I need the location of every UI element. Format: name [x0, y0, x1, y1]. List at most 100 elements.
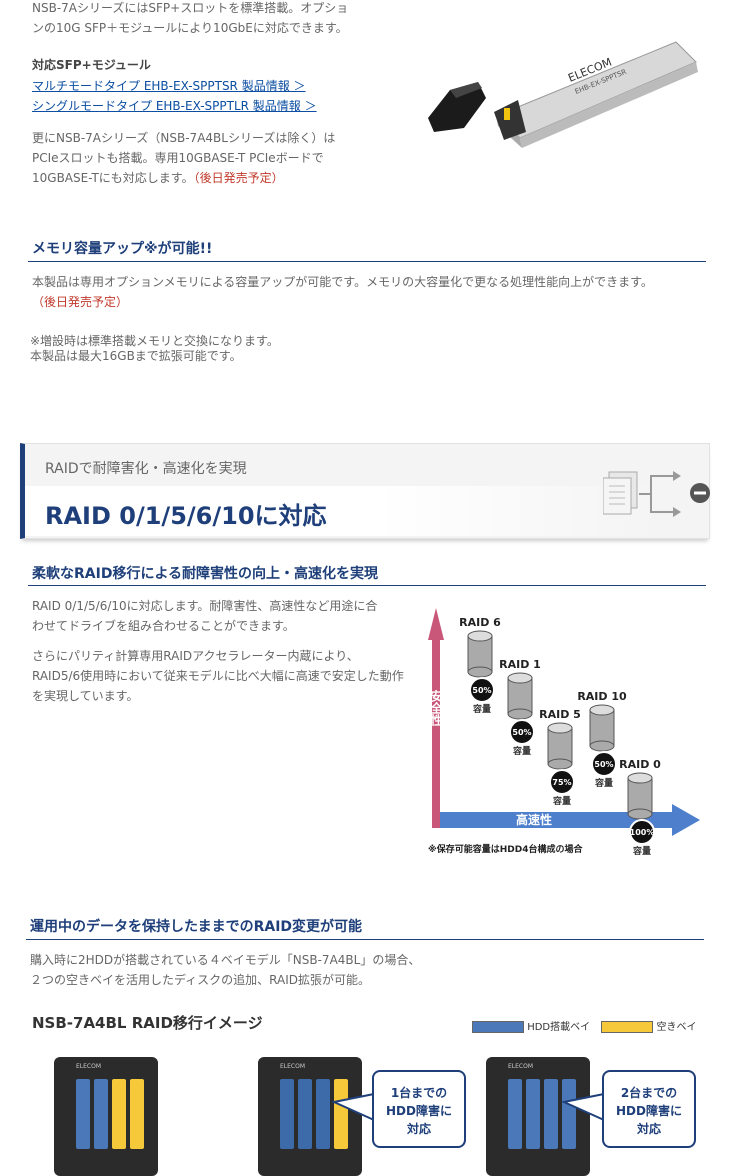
link-multimode-module[interactable]: マルチモードタイプ EHB-EX-SPPTSR 製品情報 ＞: [32, 79, 306, 93]
bay-3-hdd: [544, 1079, 558, 1149]
legend-empty-label: 空きベイ: [656, 1022, 697, 1033]
disk-stack-bottom: [589, 740, 615, 752]
raid-level-label: RAID 1: [499, 658, 541, 671]
bubble-pointer-2: [560, 1092, 605, 1122]
disk-stack-bottom: [547, 758, 573, 770]
disk-stack-bottom: [627, 808, 653, 820]
bubble2-line1: 2台までの: [620, 1086, 678, 1100]
dust-cap-icon: [428, 82, 486, 132]
sfp-pcie-line1: 更にNSB-7Aシリーズ（NSB-7A4BLシリーズは除く）は: [32, 131, 336, 145]
raid-flex-heading-rule: [28, 585, 706, 586]
sfp-pcie-line3: 10GBASE-Tにも対応します。: [32, 171, 194, 185]
sfp-modules-heading: 対応SFP+モジュール: [32, 58, 151, 72]
bubble2-line3: 対応: [636, 1122, 661, 1136]
migration-body-line2: ２つの空きベイを活用したディスクの追加、RAID拡張が可能。: [30, 973, 371, 987]
disk-stack-top: [547, 722, 573, 734]
collapse-icon[interactable]: [689, 482, 711, 504]
raid-level-label: RAID 6: [459, 616, 501, 629]
raid-level-label: RAID 5: [539, 708, 581, 721]
capacity-badge: [629, 819, 655, 845]
device-brand: ELECOM: [280, 1063, 306, 1070]
memory-footnotes: ※増設時は標準搭載メモリと交換になります。 本製品は最大16GBまで拡張可能です…: [30, 334, 279, 364]
sfp-intro: NSB-7AシリーズにはSFP+スロットを標準搭載。オプショ ンの10G SFP…: [32, 0, 382, 38]
raid-level-label: RAID 10: [577, 690, 627, 703]
capacity-badge: [549, 769, 575, 795]
capacity-label: 容量: [552, 795, 571, 807]
bubble-one-failure: 1台までの HDD障害に 対応: [372, 1070, 466, 1148]
raid-flex-p1-line1: RAID 0/1/5/6/10に対応します。耐障害性、高速性など用途に合: [32, 599, 378, 613]
raid-banner-subtitle: RAIDで耐障害化・高速化を実現: [45, 461, 247, 477]
bay-4-empty: [334, 1079, 348, 1149]
raid-flex-p2-line2: RAID5/6使用時において従来モデルに比べ大幅に高速で安定した動作: [32, 669, 404, 683]
device-brand: ELECOM: [76, 1063, 102, 1070]
raid-level-label: RAID 0: [619, 758, 661, 771]
bay-1-hdd: [280, 1079, 294, 1149]
bay-2-hdd: [94, 1079, 108, 1149]
raid-flex-heading: 柔軟なRAID移行による耐障害性の向上・高速化を実現: [32, 566, 379, 582]
nas-device-step2: ELECOM: [258, 1057, 362, 1176]
memory-body-text: 本製品は専用オプションメモリによる容量アップが可能です。メモリの大容量化で更なる…: [32, 275, 653, 289]
raid-flex-p2: さらにパリティ計算専用RAIDアクセラレーター内蔵により、 RAID5/6使用時…: [32, 646, 412, 706]
migration-legend: HDD搭載ベイ 空きベイ: [472, 1018, 696, 1033]
sfp-intro-line1: NSB-7AシリーズにはSFP+スロットを標準搭載。オプショ: [32, 1, 349, 15]
capacity-value: 75%: [552, 778, 571, 787]
bubble-pointer-1: [330, 1092, 375, 1122]
migration-image-title: NSB-7A4BL RAID移行イメージ: [32, 1014, 263, 1032]
document-flow-icon: [603, 471, 681, 517]
legend-hdd-label: HDD搭載ベイ: [527, 1022, 591, 1033]
capacity-badge: [469, 677, 495, 703]
memory-footnote2: 本製品は最大16GBまで拡張可能です。: [30, 349, 242, 363]
sfp-pcie-text: 更にNSB-7Aシリーズ（NSB-7A4BLシリーズは除く）は PCIeスロット…: [32, 128, 372, 188]
capacity-label: 容量: [472, 703, 491, 715]
sfp-pcie-line2: PCIeスロットも搭載。専用10GBASE-T PCIeボードで: [32, 151, 324, 165]
migration-heading-rule: [26, 939, 704, 940]
nas-device-step3: ELECOM: [486, 1057, 590, 1176]
bay-1-hdd: [76, 1079, 90, 1149]
sfp-module-image: ELECOM EHB-EX-SPPTSR: [428, 41, 698, 148]
capacity-label: 容量: [594, 777, 613, 789]
migration-heading: 運用中のデータを保持したままでのRAID変更が可能: [30, 919, 363, 935]
legend-empty-swatch: [601, 1021, 654, 1033]
raid-banner-title: RAID 0/1/5/6/10に対応: [45, 502, 327, 530]
capacity-value: 50%: [512, 728, 531, 737]
disk-stack-body: [627, 777, 653, 815]
legend-hdd-swatch: [472, 1021, 524, 1033]
capacity-value: 50%: [472, 686, 491, 695]
memory-heading: メモリ容量アップ※が可能!!: [32, 241, 213, 257]
raid-flex-p1-line2: わせてドライブを組み合わせることができます。: [32, 619, 295, 633]
memory-body: 本製品は専用オプションメモリによる容量アップが可能です。メモリの大容量化で更なる…: [32, 272, 712, 312]
disk-stack-top: [507, 672, 533, 684]
disk-stack-body: [467, 635, 493, 673]
bay-4-hdd: [562, 1079, 576, 1149]
capacity-value: 100%: [630, 828, 655, 837]
chart-footnote: ※保存可能容量はHDD4台構成の場合: [428, 843, 583, 855]
sfp-pcie-note: （後日発売予定）: [193, 171, 284, 185]
raid-banner: RAIDで耐障害化・高速化を実現 RAID 0/1/5/6/10に対応: [20, 443, 710, 539]
disk-stack-body: [547, 727, 573, 765]
x-axis-label: 高速性: [516, 812, 552, 827]
capacity-badge: [509, 719, 535, 745]
device-brand: ELECOM: [508, 1063, 534, 1070]
raid-flex-p1: RAID 0/1/5/6/10に対応します。耐障害性、高速性など用途に合 わせて…: [32, 596, 412, 636]
capacity-label: 容量: [512, 745, 531, 757]
speed-axis-arrow: [440, 804, 700, 836]
migration-body: 購入時に2HDDが搭載されている４ベイモデル「NSB-7A4BL」の場合、 ２つ…: [30, 950, 710, 990]
y-axis-label: 安全性: [429, 689, 443, 727]
disk-stack-top: [589, 704, 615, 716]
bay-3-empty: [112, 1079, 126, 1149]
sfp-module-icon: [494, 41, 698, 148]
sfp-intro-line2: ンの10G SFP＋モジュールにより10GbEに対応できます。: [32, 21, 348, 35]
capacity-label: 容量: [632, 845, 651, 857]
bay-1-hdd: [508, 1079, 522, 1149]
bay-2-hdd: [526, 1079, 540, 1149]
link-singlemode-module[interactable]: シングルモードタイプ EHB-EX-SPPTLR 製品情報 ＞: [32, 99, 317, 113]
memory-footnote1: ※増設時は標準搭載メモリと交換になります。: [30, 334, 279, 348]
bay-4-empty: [130, 1079, 144, 1149]
bubble1-line1: 1台までの: [390, 1086, 448, 1100]
bubble-two-failures: 2台までの HDD障害に 対応: [602, 1070, 696, 1148]
disk-stack-bottom: [507, 708, 533, 720]
raid-banner-band: [25, 486, 665, 536]
bubble1-line2: HDD障害に: [386, 1104, 452, 1118]
disk-stack-bottom: [467, 666, 493, 678]
